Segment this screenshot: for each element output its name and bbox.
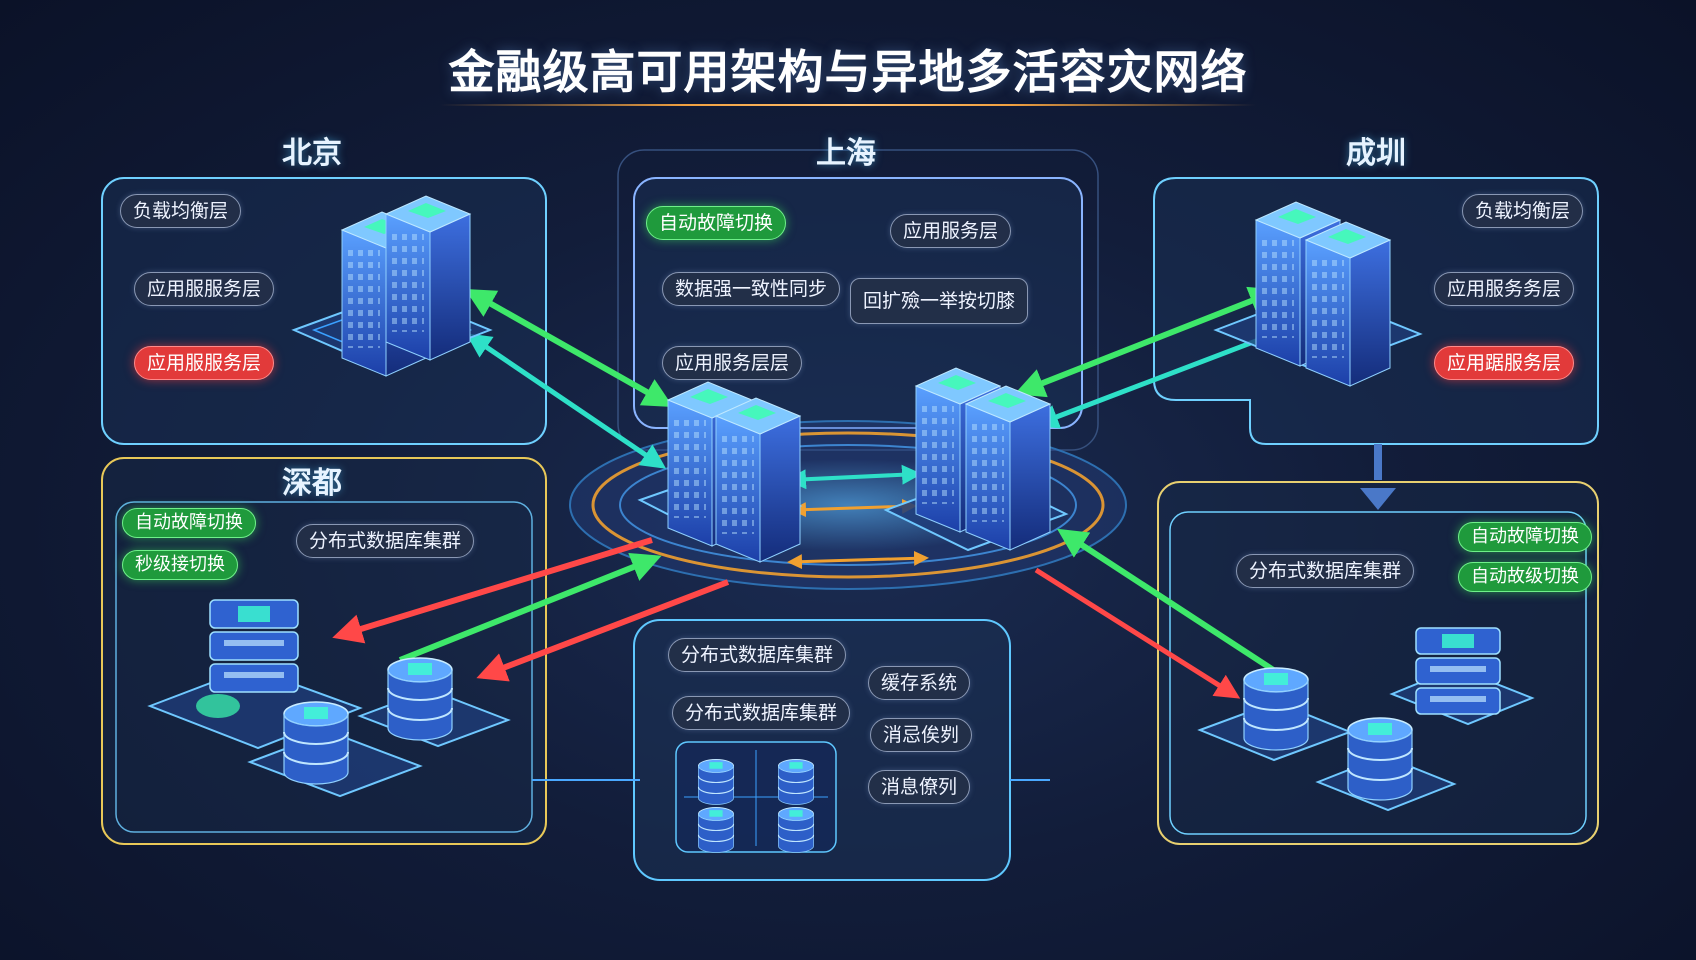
region-label-shanghai: 上海 bbox=[816, 136, 876, 171]
region-label-shenzhen: 深都 bbox=[282, 466, 342, 501]
shenzhen-cluster bbox=[147, 599, 511, 798]
arrow-hub-link-c bbox=[787, 550, 929, 570]
page-title: 金融级高可用架构与异地多活容灾网络 bbox=[448, 45, 1248, 99]
server-stack-icon bbox=[1415, 627, 1501, 715]
database-icon bbox=[283, 701, 349, 785]
beijing-app-service-alert-tag: 应用服服务层 bbox=[134, 346, 275, 380]
building-icon bbox=[965, 385, 1051, 551]
hub-right-cluster bbox=[883, 367, 1069, 552]
arrow-beijing-shanghai-b bbox=[465, 333, 667, 469]
arrow-hub-se-red bbox=[1034, 567, 1241, 699]
chengzhen-cluster bbox=[1213, 201, 1423, 387]
server-stack-icon bbox=[209, 599, 299, 693]
glow-node bbox=[196, 694, 240, 718]
shanghai-app-service-layer-tag: 应用服务层层 bbox=[662, 346, 803, 380]
chengzhen-load-balancer-tag: 负载均衡层 bbox=[1462, 194, 1584, 228]
database-icon bbox=[697, 806, 735, 854]
shenzhen-auto-failover-tag: 自动故障切换 bbox=[122, 508, 256, 538]
building-icon bbox=[385, 195, 471, 361]
database-icon bbox=[777, 758, 815, 806]
storage-tile-group bbox=[675, 741, 837, 854]
shenzhen-db-cluster-tag: 分布式数据库集群 bbox=[296, 524, 475, 558]
shanghai-app-service-tag: 应用服务层 bbox=[890, 214, 1012, 248]
title-divider bbox=[440, 104, 1256, 106]
bottom-mq-tag-1: 消忌俟刿 bbox=[870, 718, 973, 752]
arrow-hub-link-a bbox=[786, 464, 922, 490]
database-icon bbox=[1347, 717, 1413, 801]
se-auto-switch-tag: 自动故级切换 bbox=[1458, 562, 1592, 592]
building-icon bbox=[915, 367, 1001, 533]
arrow-hub-shenzhen-red-a bbox=[332, 537, 653, 644]
region-label-chengzhen: 成圳 bbox=[1346, 136, 1406, 171]
shanghai-switch-tag: 回扩殮一举按切膝 bbox=[850, 278, 1029, 324]
shanghai-consistency-sync-tag: 数据强一致性同步 bbox=[662, 272, 841, 306]
database-icon bbox=[1243, 667, 1309, 751]
bottom-db-cluster-tag-1: 分布式数据库集群 bbox=[668, 638, 847, 672]
hub-left-cluster bbox=[637, 381, 803, 563]
se-auto-failover-tag: 自动故障切换 bbox=[1458, 522, 1592, 552]
chengzhen-app-service-alert-tag: 应用踞服务层 bbox=[1434, 346, 1575, 380]
database-icon bbox=[387, 657, 453, 741]
beijing-cluster bbox=[291, 195, 493, 377]
building-icon bbox=[715, 397, 801, 563]
down-arrow-icon bbox=[1360, 488, 1396, 510]
bottom-cache-tag: 缓存系统 bbox=[868, 666, 971, 700]
arrow-hub-se-green bbox=[1056, 528, 1306, 693]
building-icon bbox=[667, 381, 753, 547]
shanghai-auto-failover-tag: 自动故障切换 bbox=[646, 206, 787, 240]
arrow-hub-shenzhen-red-b bbox=[476, 579, 730, 682]
se-db-cluster-tag: 分布式数据库集群 bbox=[1236, 554, 1415, 588]
panel-shenzhen-inner bbox=[115, 501, 533, 833]
building-icon bbox=[341, 211, 427, 377]
region-label-beijing: 北京 bbox=[282, 136, 342, 171]
bottom-mq-tag-2: 消息僚列 bbox=[868, 770, 971, 804]
database-icon bbox=[777, 806, 815, 854]
se-cluster bbox=[1197, 627, 1535, 812]
beijing-app-service-tag: 应用服服务层 bbox=[134, 272, 275, 306]
chengzhen-app-service-tag: 应用服务务层 bbox=[1434, 272, 1575, 306]
arrow-shenzhen-hub-green bbox=[398, 552, 662, 663]
connector-bar bbox=[1374, 444, 1382, 480]
beijing-load-balancer-tag: 负载均衡层 bbox=[120, 194, 242, 228]
shenzhen-second-switch-tag: 秒级接切换 bbox=[122, 550, 238, 580]
panel-se-inner bbox=[1169, 511, 1587, 835]
building-icon bbox=[1255, 201, 1341, 367]
bottom-db-cluster-tag-2: 分布式数据库集群 bbox=[672, 696, 851, 730]
database-icon bbox=[697, 758, 735, 806]
building-icon bbox=[1305, 221, 1391, 387]
